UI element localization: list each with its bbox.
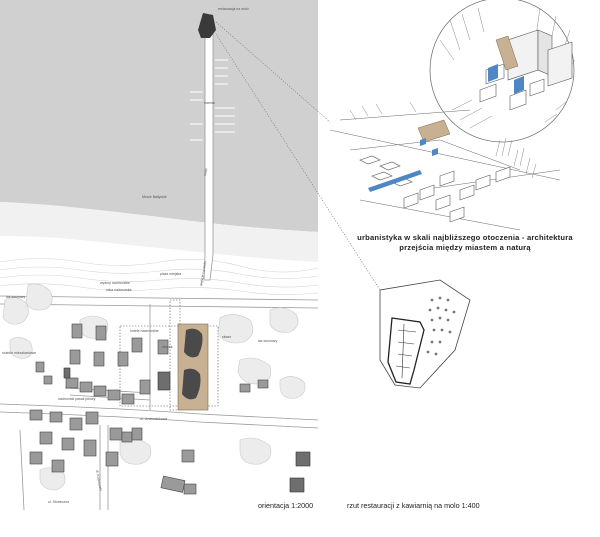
label-pier-end: restauracja na molo [218,7,249,11]
label-pier: molo [203,168,208,176]
scale-label-plan: rzut restauracji z kawiarnią na molo 1:4… [347,501,480,510]
label-block-c: skwer [222,335,232,339]
axonometric-view [329,0,576,231]
marina-moorings [190,59,235,141]
plan-outline [379,279,471,389]
promenade-pavilions [65,377,135,405]
plan-kitchen-block [387,317,425,385]
scale-label-site: orientacja 1:2000 [258,501,314,510]
map-labels: restauracja na molo marina Morze Bałtyck… [2,7,277,504]
label-pier-entry: wejście na molo [199,261,207,286]
axo-trees [349,101,537,179]
beach-area [0,202,318,262]
caption-line-1: urbanistyka w skali najbliższego otoczen… [357,233,573,242]
plan-interior-walls [395,323,417,379]
label-promenade: nadmorski pasaż pieszy [58,397,96,401]
label-sea-zone: marina [204,101,215,105]
project-buildings[interactable] [177,323,209,411]
magnified-buildings [479,29,573,111]
label-street3: ul. Kościuszki [95,469,103,491]
sea-area [0,0,318,232]
restaurant-floor-plan [379,279,471,389]
label-edge-left: osiedle mieszkaniowe [2,351,36,355]
project-caption: urbanistyka w skali najbliższego otoczen… [330,233,600,253]
project-hotel-a[interactable] [184,328,203,358]
label-street4: ul. Słoneczna [48,500,69,504]
caption-line-2: przejścia między miastem a naturą [399,243,531,252]
label-block-b: deptak [162,345,173,349]
label-sea: Morze Bałtyckie [142,195,167,199]
pier-deck [203,33,214,281]
axo-houses [359,155,511,223]
label-park-left: las sosnowy [6,295,25,299]
leader-line-plan [215,33,381,291]
axo-blue-strip [368,138,438,192]
label-street2: ul. Uzdrowiskowa [140,417,167,421]
label-park-right: las sosnowy [258,339,277,343]
label-dune: wydmy nadmorskie [100,281,130,285]
tree-groups [2,283,306,491]
label-block-a: hotele nadmorskie [130,329,159,333]
project-hotel-b[interactable] [182,368,201,400]
dune-hatching [0,258,319,295]
existing-buildings [29,323,269,495]
key-buildings [63,367,311,493]
plan-furniture [426,296,456,356]
leader-line-axo [215,21,331,123]
magnified-blue-volumes [488,64,524,94]
label-street1: ulica nadmorska [106,288,132,292]
magnified-wood-deck [495,35,519,71]
pier-restaurant-footprint[interactable] [198,13,216,38]
axo-project-site [417,119,451,143]
label-beach-road: plaża miejska [160,272,181,276]
